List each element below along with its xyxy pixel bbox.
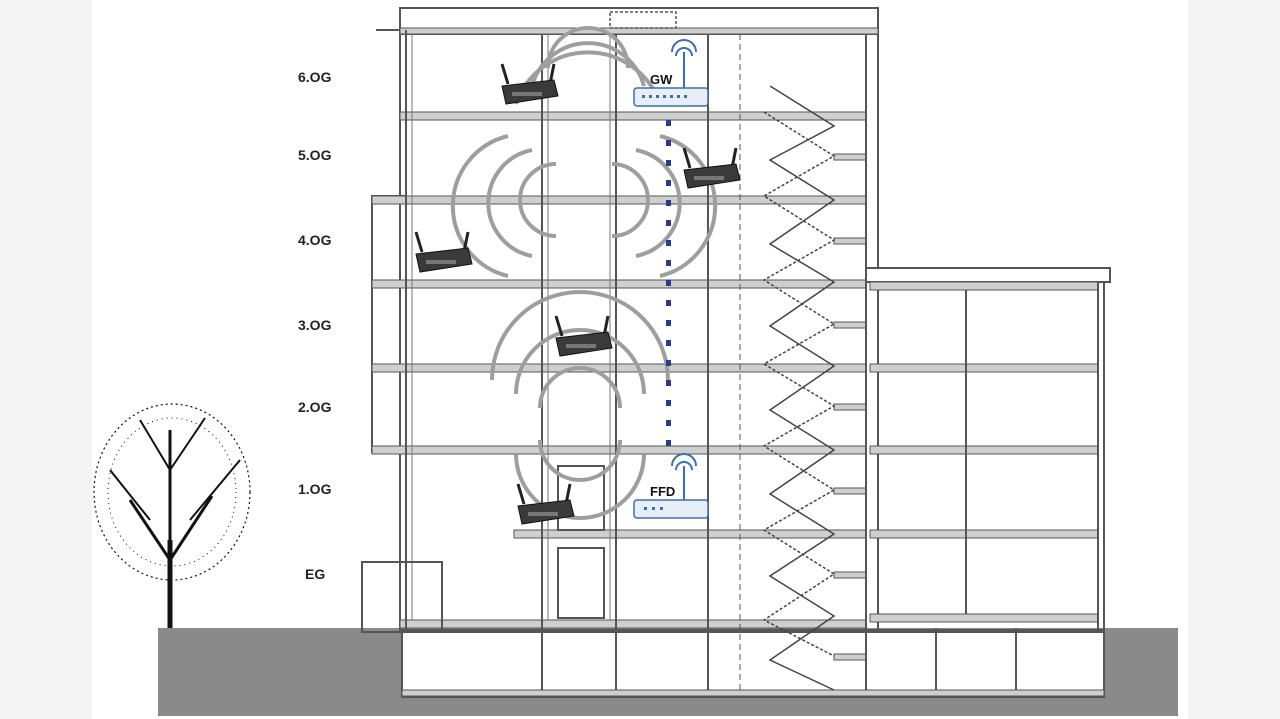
link-dots (666, 120, 671, 446)
basement (401, 631, 1105, 698)
roof-slab (399, 27, 879, 35)
entrance-door (557, 547, 605, 619)
signal-waves-5og (450, 134, 718, 278)
entrance-canopy (361, 561, 443, 633)
ffd-router-icon (633, 453, 709, 519)
signal-waves-2og (490, 290, 670, 520)
wireless-router-icon (516, 483, 575, 525)
ffd-label: FFD (650, 484, 675, 499)
roof-hatch (609, 11, 677, 29)
floor-label-1og: 1.OG (298, 481, 332, 497)
window-mullions (411, 34, 611, 620)
tree-illustration (93, 403, 251, 628)
floor-label-6og: 6.OG (298, 69, 332, 85)
stair-landings (833, 153, 867, 661)
floor-label-4og: 4.OG (298, 232, 332, 248)
wireless-router-icon (500, 63, 559, 105)
right-margin (1188, 0, 1280, 719)
balcony-door (557, 465, 605, 531)
gateway-router-icon (633, 39, 709, 107)
floor-label-3og: 3.OG (298, 317, 332, 333)
basement-floor-slab (401, 689, 1105, 697)
signal-waves-gw (514, 26, 662, 105)
floor-label-2og: 2.OG (298, 399, 332, 415)
floor-label-5og: 5.OG (298, 147, 332, 163)
gw-label: GW (650, 72, 673, 87)
annex-columns (935, 282, 1099, 690)
floor-label-eg: EG (305, 566, 325, 582)
annex-roof (865, 267, 1111, 283)
floor-slabs (371, 111, 867, 629)
stairs (762, 85, 836, 691)
left-margin (0, 0, 92, 719)
wireless-router-icon (554, 315, 613, 357)
annex-slabs (869, 281, 1099, 623)
wireless-router-icon (682, 147, 741, 189)
wireless-router-icon (414, 231, 473, 273)
